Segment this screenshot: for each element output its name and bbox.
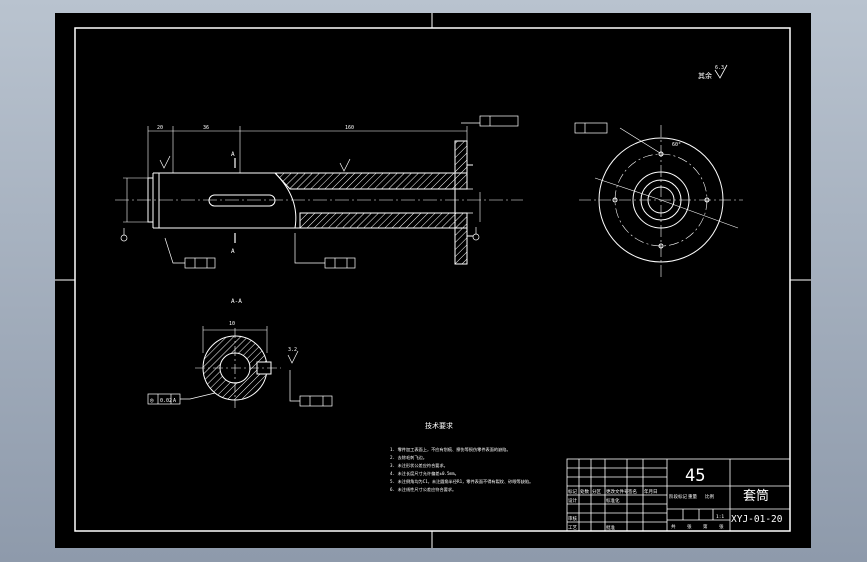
tb-label: 签名 bbox=[628, 488, 637, 495]
fcf-tolerance: 0.02 bbox=[160, 398, 172, 404]
cad-drawing: 其余 6.3 bbox=[55, 13, 811, 548]
tb-label: 张 bbox=[719, 523, 724, 530]
section-label-top: A bbox=[231, 151, 235, 158]
tb-label: 标记 bbox=[568, 488, 577, 495]
section-view-title: A-A bbox=[231, 298, 242, 305]
section-rough-value: 3.2 bbox=[288, 347, 297, 353]
datum-marks bbox=[120, 155, 480, 242]
tb-label: 共 bbox=[671, 523, 676, 530]
drawing-number-text: XYJ-01-20 bbox=[731, 514, 783, 525]
tb-label: 阶段标记 bbox=[669, 493, 687, 500]
centering-marks bbox=[55, 13, 811, 548]
tb-label: 张 bbox=[687, 523, 692, 530]
roughness-note-text: 其余 bbox=[698, 71, 712, 80]
general-roughness-note: 其余 6.3 bbox=[698, 64, 728, 80]
angle-label: 60° bbox=[672, 142, 681, 148]
tb-label: 工艺 bbox=[568, 525, 577, 531]
tech-req-item: 1. 零件加工表面上，不应有划痕、擦伤等损伤零件表面的缺陷。 bbox=[390, 446, 511, 453]
section-label-bottom: A bbox=[231, 248, 235, 255]
tech-req-item: 4. 未注长度尺寸允许偏差±0.5mm。 bbox=[390, 470, 459, 477]
tech-req-item: 6. 未注线性尺寸公差应符合要求。 bbox=[390, 486, 456, 493]
tb-label: 更改文件号 bbox=[606, 488, 629, 495]
tb-label: 年月日 bbox=[644, 488, 658, 495]
main-view-dimensions bbox=[123, 126, 481, 223]
title-block-labels: 标记 处数 分区 更改文件号 签名 年月日 设计 标准化 审核 工艺 批准 阶段… bbox=[568, 488, 724, 531]
dim-length-2: 160 bbox=[345, 125, 354, 131]
end-view bbox=[574, 122, 743, 278]
tb-label: 处数 bbox=[580, 488, 589, 495]
inner-border bbox=[74, 27, 791, 532]
tech-req-list: 1. 零件加工表面上，不应有划痕、擦伤等损伤零件表面的缺陷。 2. 去除毛刺飞边… bbox=[390, 446, 533, 493]
tb-label: 分区 bbox=[592, 488, 601, 495]
dim-length-3: 20 bbox=[157, 125, 163, 131]
title-block bbox=[566, 458, 791, 532]
section-width-dim: 10 bbox=[229, 321, 235, 327]
dim-length-1: 36 bbox=[203, 125, 209, 131]
tb-label: 设计 bbox=[568, 497, 577, 504]
tb-label: 第 bbox=[703, 523, 708, 530]
tech-req-item: 3. 未注形状公差应符合要求。 bbox=[390, 462, 448, 469]
tb-label: 审核 bbox=[568, 515, 577, 522]
material-text: 45 bbox=[685, 466, 705, 486]
tech-req-title: 技术要求 bbox=[425, 421, 453, 430]
sleeve-main-view bbox=[115, 140, 523, 265]
part-name-text: 套筒 bbox=[743, 488, 769, 504]
section-cut-marks: A A bbox=[231, 151, 236, 255]
tb-label: 比例 bbox=[705, 493, 714, 500]
fcf-datum: A bbox=[173, 398, 176, 404]
scale-text: 1:1 bbox=[716, 514, 724, 520]
drawing-sheet: 其余 6.3 bbox=[55, 13, 811, 548]
tb-label: 批准 bbox=[606, 524, 615, 531]
section-aa-view bbox=[147, 326, 333, 408]
tb-label: 标准化 bbox=[606, 497, 620, 504]
tech-req-item: 5. 未注倒角均为C1，未注圆角半径R1，零件表面不得有裂纹、砂眼等缺陷。 bbox=[390, 478, 533, 485]
fcf-main bbox=[164, 115, 519, 269]
tb-label: 重量 bbox=[688, 493, 697, 500]
fcf-symbol: ◎ bbox=[150, 397, 154, 404]
roughness-value: 6.3 bbox=[715, 65, 724, 71]
tech-req-item: 2. 去除毛刺飞边。 bbox=[390, 454, 427, 461]
